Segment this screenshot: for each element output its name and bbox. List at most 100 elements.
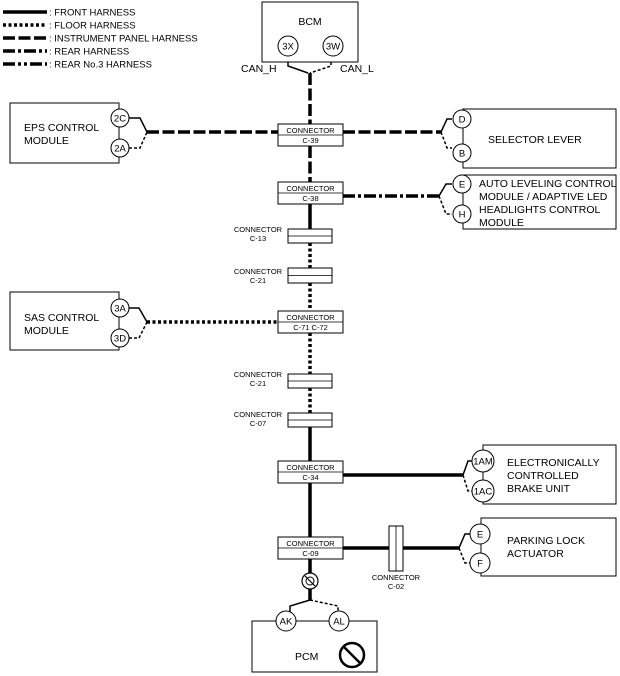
legend-label-floor: : FLOOR HARNESS [49,21,136,32]
legend-label-rear: : REAR HARNESS [49,47,129,58]
auto-leveling-pin-e-label: E [459,180,465,191]
sas-pin-3d [110,328,130,348]
pcm-pin-ak [275,610,297,632]
connector-c38: CONNECTOR C-38 [277,181,344,205]
selector-pin-b-label: B [459,149,465,160]
bcm-pin-3x [277,35,299,57]
auto-leveling-label-line3: HEADLIGHTS CONTROL [479,204,601,216]
sas-label-line2: MODULE [24,325,69,337]
auto-leveling-label-line2: MODULE / ADAPTIVE LED [479,191,608,203]
connector-c02-code: C-02 [388,582,404,591]
legend-label-rear-no3: : REAR No.3 HARNESS [49,60,152,71]
auto-leveling-pin-e [452,174,472,194]
auto-leveling-label-line1: AUTO LEVELING CONTROL [479,178,617,190]
brake-label-line3: BRAKE UNIT [507,483,571,495]
bcm-label: BCM [298,16,321,28]
eps-pin-2a-label: 2A [114,144,126,155]
parking-pin-e-label: E [477,530,483,541]
connector-c21-lower: CONNECTOR C-21 [234,370,333,389]
selector-can-h-lead [440,118,452,133]
parking-label-line2: ACTUATOR [507,548,564,560]
auto-leveling-can-h-lead [438,183,452,197]
connector-c09-code: C-09 [302,549,318,558]
brake-label-line1: ELECTRONICALLY [507,457,600,469]
brake-pin-1am [471,449,495,473]
electronically-controlled-brake-unit: ELECTRONICALLY CONTROLLED BRAKE UNIT 1AM… [471,444,617,505]
auto-leveling-pin-h-label: H [459,210,466,221]
connector-c02: CONNECTOR C-02 [372,525,421,591]
connector-c13: CONNECTOR C-13 [234,225,333,244]
connector-c13-label: CONNECTOR [234,225,283,234]
connector-c38-code: C-38 [302,194,318,203]
parking-pin-f [469,552,491,574]
bcm-module: BCM 3X 3W CAN_H CAN_L [241,1,374,75]
sas-can-l-lead [129,321,148,339]
connector-c21-lower-label: CONNECTOR [234,370,283,379]
connector-c39-code: C-39 [302,136,318,145]
selector-can-l-lead [440,131,452,149]
eps-can-h-lead [129,117,148,133]
can-h-label: CAN_H [241,63,277,75]
parking-lock-actuator: PARKING LOCK ACTUATOR E F [469,517,617,577]
pcm-can-h-lead [289,599,311,614]
eps-can-l-lead [129,131,148,149]
eps-pin-2a [110,138,130,158]
selector-pin-d-label: D [459,115,466,126]
auto-leveling-label-line4: MODULE [479,217,524,229]
pcm-pin-ak-label: AK [280,617,293,628]
connector-c34-code: C-34 [302,473,318,482]
selector-pin-b [452,143,472,163]
harness-legend: : FRONT HARNESS : FLOOR HARNESS : INSTRU… [3,8,198,71]
brake-label-line2: CONTROLLED [507,470,579,482]
eps-control-module: EPS CONTROL MODULE 2C 2A [9,102,130,164]
brake-can-l-lead [462,474,472,492]
connector-c07-label: CONNECTOR [234,410,283,419]
connector-c71-c72: CONNECTOR C-71 C-72 [277,310,344,334]
no-harness-icon [301,572,319,590]
sas-control-module: SAS CONTROL MODULE 3A 3D [9,291,130,351]
connector-c38-label: CONNECTOR [286,184,335,193]
connector-c21-lower-code: C-21 [250,379,266,388]
brake-can-h-lead [462,460,472,476]
connector-c71-label: CONNECTOR [286,313,335,322]
connector-c13-code: C-13 [250,234,266,243]
eps-pin-2c [110,108,130,128]
connector-c07-code: C-07 [250,419,266,428]
pcm-module: AK AL PCM [251,610,378,673]
sas-can-h-lead [129,307,148,323]
parking-pin-e [469,523,491,545]
selector-label: SELECTOR LEVER [488,134,582,146]
bcm-pin-3w [322,35,344,57]
connector-c09: CONNECTOR C-09 [277,536,344,560]
parking-label-line1: PARKING LOCK [507,535,585,547]
legend-label-front: : FRONT HARNESS [49,8,135,19]
auto-leveling-control-module: AUTO LEVELING CONTROL MODULE / ADAPTIVE … [452,174,617,230]
connector-c21-upper: CONNECTOR C-21 [234,267,333,285]
sas-pin-3a [110,298,130,318]
connector-c34: CONNECTOR C-34 [277,460,344,484]
sas-pin-3d-label: 3D [114,334,126,345]
eps-label-line1: EPS CONTROL [24,122,99,134]
brake-pin-1ac-label: 1AC [474,487,493,498]
parking-pin-f-label: F [477,559,483,570]
auto-leveling-pin-h [452,204,472,224]
selector-lever-module: SELECTOR LEVER D B [452,108,617,169]
pcm-pin-al [328,610,350,632]
pcm-pin-al-label: AL [333,617,345,628]
pcm-label: PCM [295,651,318,663]
bcm-pin-3x-label: 3X [282,42,294,53]
brake-pin-1ac [471,479,495,503]
connector-c34-label: CONNECTOR [286,463,335,472]
connector-c71-code: C-71 C-72 [293,323,328,332]
selector-pin-d [452,109,472,129]
sas-label-line1: SAS CONTROL [24,312,99,324]
auto-leveling-can-l-lead [438,195,452,215]
brake-pin-1am-label: 1AM [473,457,493,468]
bcm-pin-3w-label: 3W [326,42,340,53]
connector-c09-label: CONNECTOR [286,539,335,548]
parking-can-h-lead [458,533,470,549]
connector-c39-label: CONNECTOR [286,126,335,135]
eps-pin-2c-label: 2C [114,114,126,125]
wiring [129,57,472,614]
